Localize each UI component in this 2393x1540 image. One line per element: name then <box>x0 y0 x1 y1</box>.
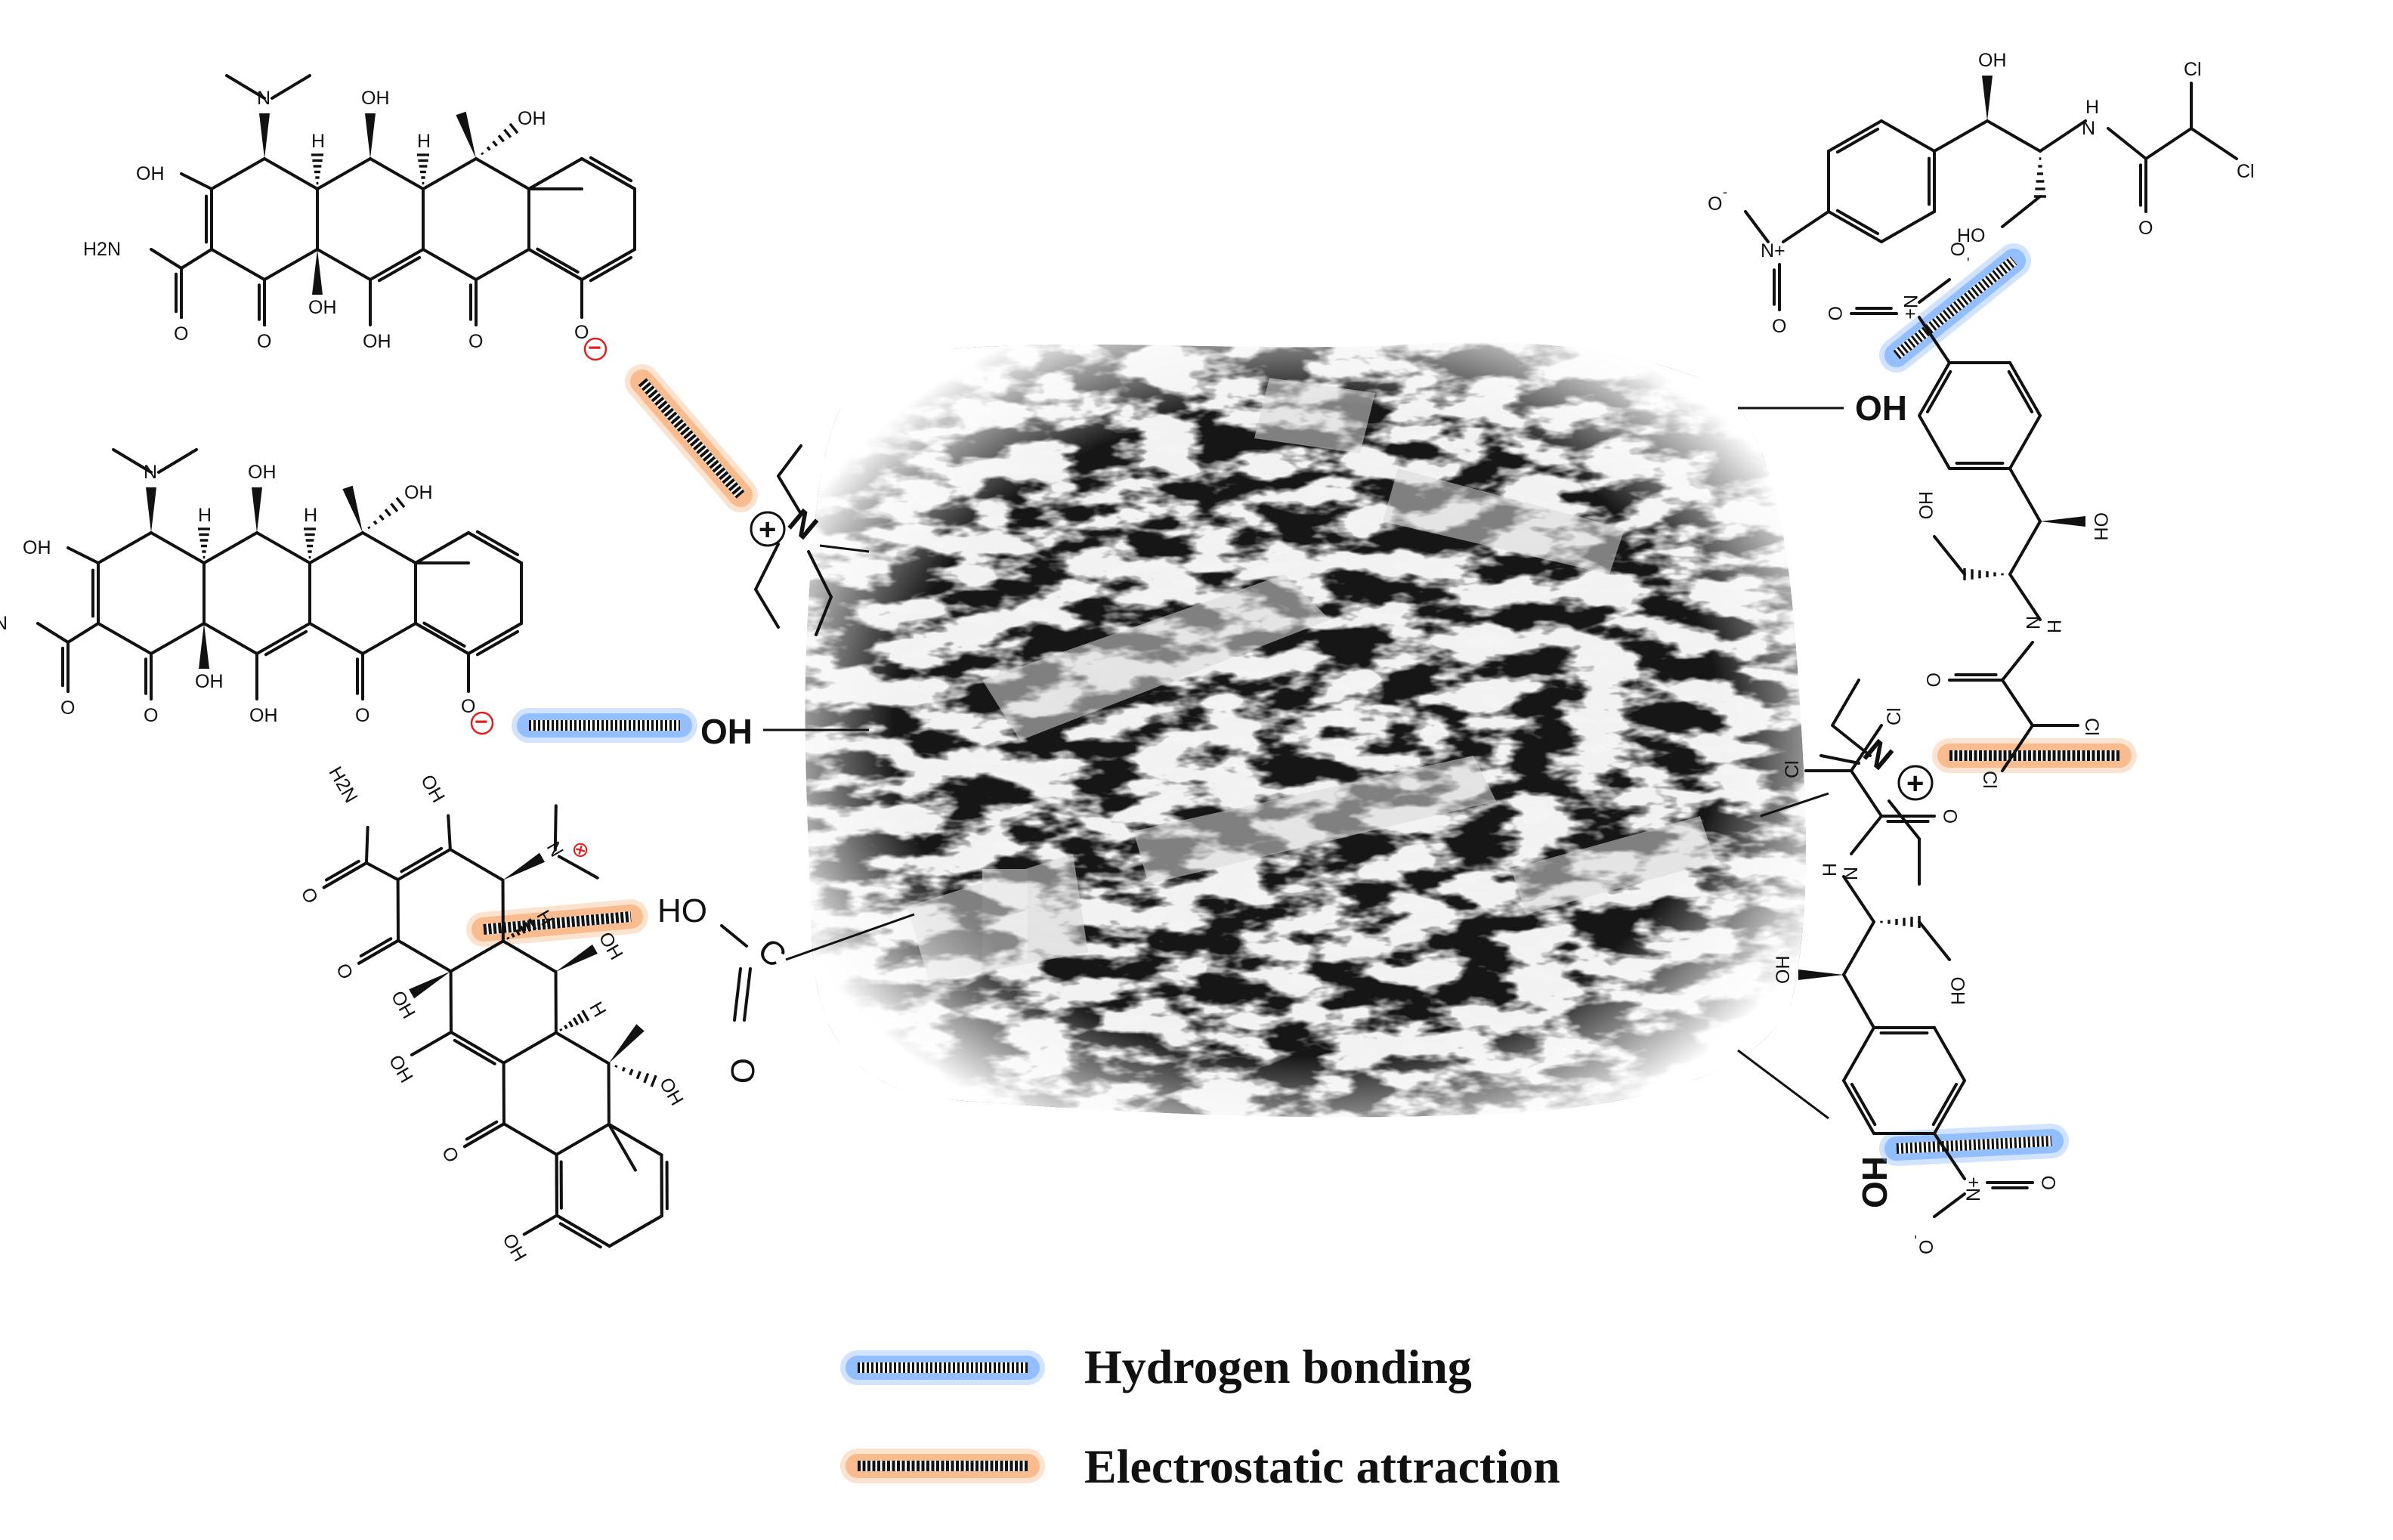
cap-atom-n: N <box>2022 616 2043 629</box>
cap-atom-o: O <box>1940 809 1962 824</box>
tc-atom-o-phenol: O <box>574 322 589 343</box>
tc-atom-oh: OH <box>308 297 337 318</box>
cap-atom-ho: HO <box>1915 491 1936 520</box>
cap-atom-minus: - <box>1723 184 1727 199</box>
surface-carboxyl-o: O <box>724 1058 761 1084</box>
cap-atom-o-minus: O <box>1708 193 1722 215</box>
cap-atom-ho: HO <box>1957 225 1986 246</box>
tc-charge-minus: − <box>588 336 601 360</box>
cap-atom-n: N <box>2082 118 2095 139</box>
tc-atom-oh: OH <box>249 705 278 726</box>
tc-atom-h: H <box>585 998 610 1021</box>
cap-atom-o: O <box>1922 673 1943 687</box>
tc-atom-oh: OH <box>404 482 433 503</box>
tc-atom-o: O <box>257 331 271 352</box>
tc-atom-o-phenol: O <box>461 696 475 717</box>
cap-atom-o: O <box>1772 316 1786 337</box>
hydrogen-bond-bar-cap-top <box>1879 243 2031 373</box>
cap-atom-n-plus: N+ <box>1761 240 1785 261</box>
cap-atom-cl: Cl <box>1884 707 1905 725</box>
cap-atom-oh: OH <box>1773 956 1794 985</box>
tc-atom-oh: OH <box>195 671 224 692</box>
cap-atom-o: O <box>2039 1176 2060 1190</box>
cap-atom-oh: OH <box>1978 50 2007 71</box>
ammonium-charge-left: + <box>759 513 776 546</box>
tc-atom-o: O <box>468 331 483 352</box>
cap-atom-cl: Cl <box>1782 760 1803 778</box>
tc-charge-cross: ⊗ <box>566 836 595 864</box>
legend-electrostatic-attraction: Electrostatic attraction <box>840 1439 1560 1493</box>
tc-atom-h2n: H2N <box>0 613 8 634</box>
cap-atom-cl: Cl <box>2081 718 2102 736</box>
cap-atom-o-minus: O <box>1946 242 1968 256</box>
cap-atom-minus: - <box>1962 257 1977 261</box>
electrostatic-bar-tc-bottom <box>466 899 648 947</box>
cap-atom-nh-h: H <box>2043 620 2064 633</box>
legend-hydrogen-bonding: Hydrogen bonding <box>840 1340 1472 1393</box>
tc-atom-oh: OH <box>655 1074 688 1109</box>
surface-oh-left: OH <box>700 712 753 751</box>
cap-atom-cl: Cl <box>2237 161 2255 182</box>
interaction-bars <box>466 243 2137 1166</box>
tc-atom-h2n: H2N <box>83 239 121 260</box>
cap-atom-nh-h: H <box>2085 97 2099 118</box>
cap-atom-cl: Cl <box>1979 771 2000 789</box>
tc-atom-o-phenol: OH <box>498 1230 530 1265</box>
tc-atom-o: O <box>174 323 188 345</box>
surface-carboxyl-ho: HO <box>657 892 707 929</box>
surface-ho-bottom-right: HO <box>1855 1156 1894 1208</box>
porous-adsorbent-image <box>805 342 1806 1118</box>
hydrogen-bond-bar-cap-bottom <box>1879 1124 2069 1166</box>
cap-atom-minus: - <box>1907 1235 1922 1239</box>
cap-atom-o: O <box>2138 218 2153 239</box>
tc-atom-h: H <box>304 505 317 526</box>
tc-atom-oh: OH <box>361 88 390 109</box>
tc-atom-h2n: H2N <box>324 763 361 806</box>
tc-atom-oh: OH <box>518 108 546 129</box>
cap-atom-o-minus: O <box>1916 1240 1937 1254</box>
tc-atom-oh: OH <box>385 1051 417 1086</box>
tc-atom-o: O <box>332 960 357 983</box>
tc-atom-o: O <box>144 705 158 726</box>
tc-atom-oh: OH <box>416 772 449 806</box>
cap-atom-n-plus: N+ <box>1963 1177 1984 1201</box>
legend-hydrogen-bonding-label: Hydrogen bonding <box>1084 1340 1472 1393</box>
tc-atom-o: O <box>296 884 322 908</box>
surface-oh-top-right: OH <box>1855 388 1907 428</box>
cap-atom-n: N <box>1841 867 1862 880</box>
cap-atom-nh-h: H <box>1819 863 1841 877</box>
tc-atom-oh: OH <box>136 163 165 184</box>
tc-atom-o: O <box>355 705 369 726</box>
tc-atom-oh: OH <box>248 462 277 483</box>
cap-atom-ho: HO <box>1948 977 1969 1006</box>
cap-atom-oh: OH <box>2090 512 2111 541</box>
surface-carboxyl-c: C <box>751 931 793 975</box>
tc-atom-o: O <box>437 1143 463 1167</box>
ammonium-charge-right: + <box>1906 767 1924 800</box>
cap-atom-o: O <box>1824 306 1845 320</box>
cap-atom-n-plus: N+ <box>1900 295 1921 320</box>
electrostatic-bar-tc-top <box>625 364 758 512</box>
cap-atom-cl: Cl <box>2184 59 2202 80</box>
tc-atom-oh: OH <box>363 331 391 352</box>
tc-atom-o: O <box>60 697 75 719</box>
legend-electrostatic-attraction-label: Electrostatic attraction <box>1084 1439 1560 1493</box>
tc-atom-h: H <box>417 131 431 152</box>
tc-charge-minus: − <box>475 710 488 734</box>
legend: Hydrogen bonding Electrostatic attractio… <box>840 1340 1560 1493</box>
tc-atom-h: H <box>198 505 212 526</box>
tc-atom-oh: OH <box>23 537 51 558</box>
tc-atom-h: H <box>311 131 325 152</box>
